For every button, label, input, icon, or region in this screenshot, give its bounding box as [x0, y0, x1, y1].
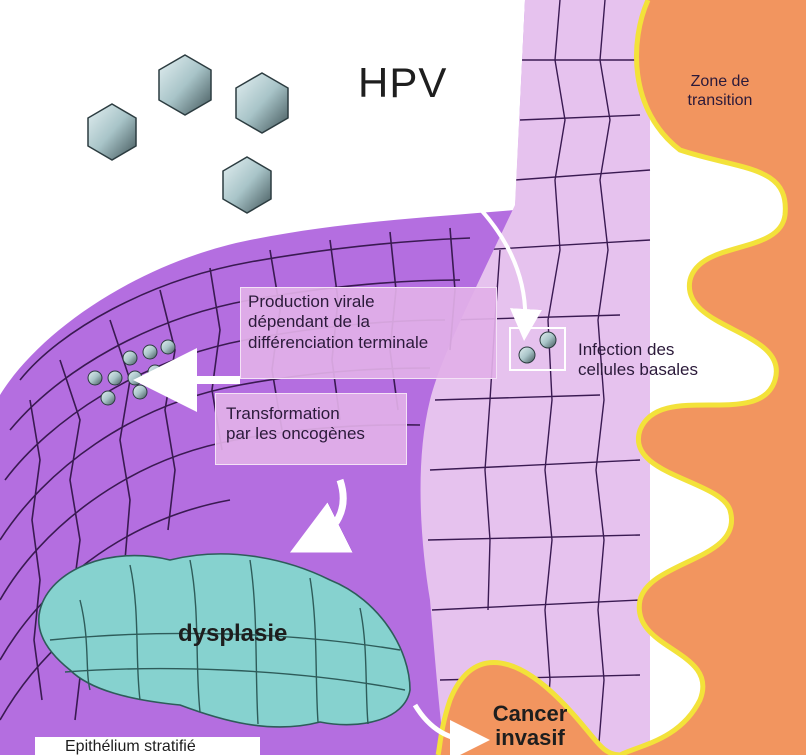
production-line-1: Production virale — [248, 292, 428, 312]
hpv-virion-icon — [223, 157, 271, 213]
production-line-2: dépendant de la — [248, 312, 428, 332]
zone-transition-line-1: Zone de — [655, 72, 785, 91]
transformation-line-1: Transformation — [226, 404, 365, 424]
infection-label: Infection des cellules basales — [578, 340, 698, 381]
cancer-line-2: invasif — [475, 726, 585, 750]
hpv-virion-icon — [159, 55, 211, 115]
cancer-line-1: Cancer — [475, 702, 585, 726]
zone-transition-line-2: transition — [655, 91, 785, 110]
infection-line-2: cellules basales — [578, 360, 698, 380]
cancer-label: Cancer invasif — [475, 702, 585, 750]
transformation-line-2: par les oncogènes — [226, 424, 365, 444]
dysplasia-label: dysplasie — [178, 620, 287, 649]
hpv-virion-icon — [236, 73, 288, 133]
zone-transition-label: Zone de transition — [655, 72, 785, 110]
hpv-virion-icon — [88, 104, 136, 160]
hpv-title: HPV — [358, 58, 447, 108]
production-line-3: différenciation terminale — [248, 333, 428, 353]
production-label: Production virale dépendant de la différ… — [248, 292, 428, 353]
transformation-label: Transformation par les oncogènes — [226, 404, 365, 445]
infection-line-1: Infection des — [578, 340, 698, 360]
hpv-virions — [88, 55, 288, 213]
epithelium-label: Epithélium stratifié — [35, 737, 260, 755]
